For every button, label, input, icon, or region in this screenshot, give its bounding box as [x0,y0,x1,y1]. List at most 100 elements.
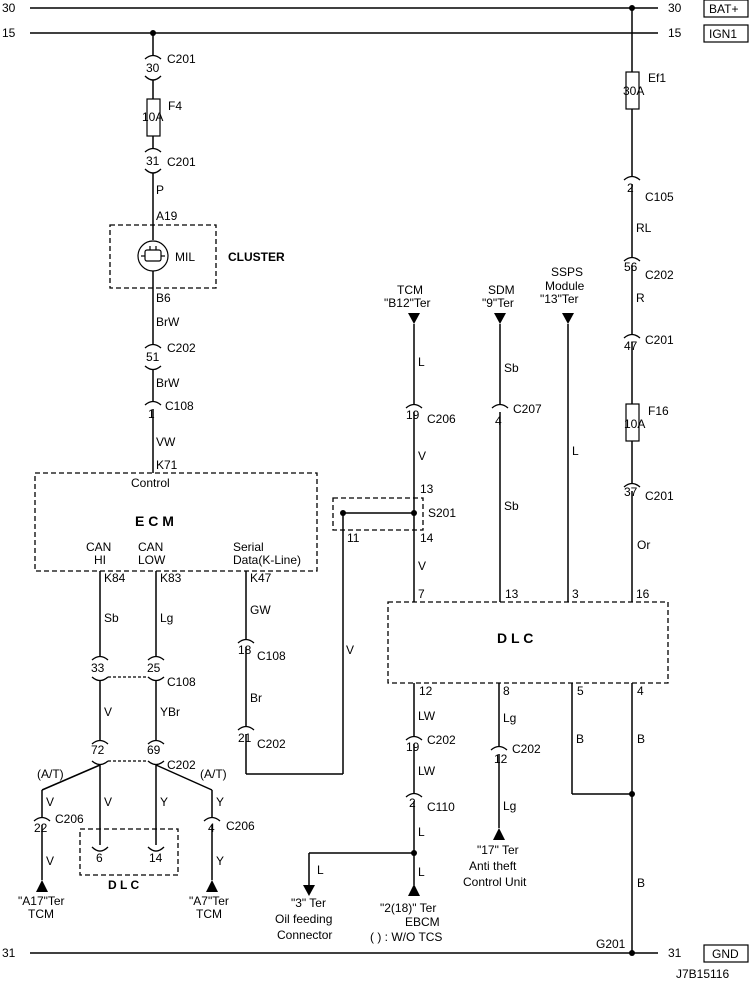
rail-bat-label: BAT+ [709,2,738,16]
rail-gnd-right-number: 31 [668,946,682,960]
svg-text:C201: C201 [645,333,674,347]
svg-text:21: 21 [238,731,252,745]
svg-text:Or: Or [637,538,650,552]
svg-text:30: 30 [146,61,160,75]
svg-text:72: 72 [91,743,105,757]
svg-text:11: 11 [347,531,360,545]
svg-text:C206: C206 [226,819,255,833]
svg-text:SSPS: SSPS [551,265,583,279]
svg-text:EBCM: EBCM [405,915,440,929]
svg-text:Data(K-Line): Data(K-Line) [233,553,301,567]
rail-gnd-label: GND [712,947,739,961]
svg-text:19: 19 [406,740,420,754]
svg-text:C105: C105 [645,190,674,204]
svg-text:3: 3 [572,587,579,601]
ecm-module: E C M CAN HI CAN LOW Serial Data(K-Line)… [34,472,318,585]
svg-text:CAN: CAN [86,540,111,554]
svg-text:Sb: Sb [504,499,519,513]
svg-text:C202: C202 [167,341,196,355]
kline-wire: GW 18 C108 Br 21 C202 V [237,513,354,775]
ground-g201-label: G201 [596,937,626,951]
svg-text:Y: Y [216,795,224,809]
sdm-branch: SDM "9"Ter Sb 4 C207 Sb 13 [482,283,542,602]
svg-text:TCM: TCM [397,283,423,297]
svg-text:5: 5 [577,684,584,698]
svg-text:Y: Y [216,854,224,868]
svg-text:10A: 10A [624,417,645,431]
svg-text:Lg: Lg [160,611,173,625]
svg-text:14: 14 [149,851,163,865]
svg-text:CAN: CAN [138,540,163,554]
svg-text:K71: K71 [156,458,178,472]
svg-text:10A: 10A [142,110,163,124]
svg-text:Lg: Lg [503,799,516,813]
svg-text:Br: Br [250,691,262,705]
svg-text:C202: C202 [427,733,456,747]
svg-text:Anti theft: Anti theft [469,859,517,873]
svg-text:"9"Ter: "9"Ter [482,296,514,310]
svg-text:C202: C202 [512,742,541,756]
rail-bat-left-number: 30 [2,1,16,15]
svg-text:LW: LW [418,764,436,778]
rail-bat-right-number: 30 [668,1,682,15]
svg-text:30A: 30A [623,84,644,98]
svg-text:HI: HI [94,553,106,567]
svg-text:LOW: LOW [138,553,166,567]
svg-text:V: V [346,643,354,657]
svg-text:C108: C108 [167,675,196,689]
svg-text:8: 8 [503,684,510,698]
svg-text:69: 69 [147,743,161,757]
svg-text:33: 33 [91,661,105,675]
svg-text:C108: C108 [165,399,194,413]
svg-text:19: 19 [406,408,420,422]
svg-text:C207: C207 [513,402,542,416]
rail-ign: 15 15 IGN1 [2,24,749,43]
rail-ign-label: IGN1 [709,27,737,41]
svg-text:V: V [418,449,426,463]
svg-text:F16: F16 [648,404,669,418]
svg-text:C206: C206 [55,812,84,826]
rail-ign-right-number: 15 [668,26,682,40]
svg-text:Sb: Sb [504,361,519,375]
svg-text:(A/T): (A/T) [37,767,64,781]
svg-text:F4: F4 [168,99,182,113]
svg-text:47: 47 [624,339,638,353]
svg-text:13: 13 [420,482,434,496]
svg-text:B: B [637,876,645,890]
dlc-small-box [79,828,179,876]
svg-text:K83: K83 [160,571,182,585]
svg-text:(A/T): (A/T) [200,767,227,781]
rail-ign-left-number: 15 [2,26,16,40]
svg-text:YBr: YBr [160,705,180,719]
svg-text:L: L [572,444,579,458]
svg-text:"17" Ter: "17" Ter [477,843,519,857]
svg-text:K84: K84 [104,571,126,585]
svg-text:B: B [576,732,584,746]
cluster-label: CLUSTER [228,250,285,264]
svg-text:16: 16 [636,587,650,601]
svg-text:6: 6 [96,851,103,865]
svg-text:C202: C202 [645,268,674,282]
svg-text:L: L [418,825,425,839]
dlc-title: D L C [497,630,533,646]
svg-text:C108: C108 [257,649,286,663]
svg-text:25: 25 [147,661,161,675]
svg-text:14: 14 [420,531,434,545]
svg-text:P: P [156,183,164,197]
svg-text:"A17"Ter: "A17"Ter [18,894,65,908]
svg-text:LW: LW [418,709,436,723]
svg-text:Serial: Serial [233,540,264,554]
mil-label: MIL [175,250,195,264]
svg-text:GW: GW [250,603,271,617]
svg-text:V: V [104,795,112,809]
svg-text:C202: C202 [257,737,286,751]
svg-text:Y: Y [160,795,168,809]
rail-bat: 30 30 BAT+ [2,0,749,18]
svg-text:BrW: BrW [156,315,180,329]
svg-text:"2(18)" Ter: "2(18)" Ter [380,901,436,915]
splice-s201-box [332,497,424,531]
svg-text:4: 4 [637,684,644,698]
dlc-module: D L C 12 8 5 4 LW 19 C202 LW 2 C110 L L … [275,601,669,956]
svg-text:L: L [418,355,425,369]
